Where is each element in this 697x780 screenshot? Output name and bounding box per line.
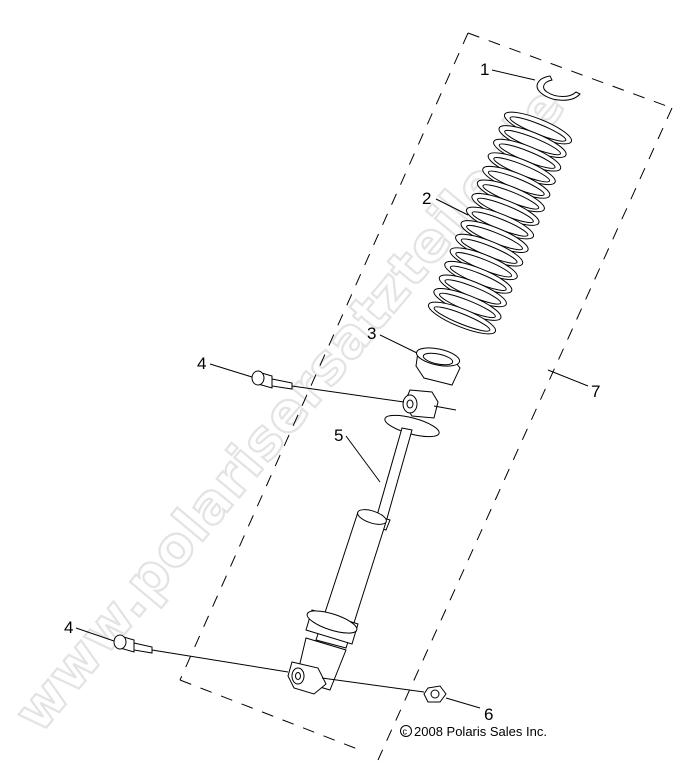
spring-coil-inner bbox=[433, 306, 491, 332]
callouts: 1 2 3 4 4 5 6 7 bbox=[64, 60, 600, 724]
upper-bolt bbox=[251, 370, 293, 390]
callout-3: 3 bbox=[367, 324, 376, 343]
callout-6: 6 bbox=[484, 705, 493, 724]
shock-absorber bbox=[287, 389, 440, 695]
callout-2: 2 bbox=[422, 189, 431, 208]
nut bbox=[423, 685, 447, 703]
callout-1: 1 bbox=[480, 60, 489, 79]
callout-4-upper: 4 bbox=[197, 354, 206, 373]
callout-7: 7 bbox=[591, 382, 600, 401]
copyright-text: 2008 Polaris Sales Inc. bbox=[414, 724, 547, 739]
assembly-boundary bbox=[179, 32, 673, 761]
copyright-symbol: c bbox=[403, 727, 408, 737]
assembly-lines bbox=[151, 385, 457, 693]
copyright: c 2008 Polaris Sales Inc. bbox=[400, 724, 547, 739]
retaining-clip bbox=[536, 75, 581, 101]
spring-retainer bbox=[415, 347, 461, 386]
leader-lines bbox=[75, 69, 589, 709]
coil-spring bbox=[427, 111, 573, 335]
callout-4-lower: 4 bbox=[64, 618, 73, 637]
lower-bolt bbox=[113, 634, 153, 654]
callout-5: 5 bbox=[334, 426, 343, 445]
